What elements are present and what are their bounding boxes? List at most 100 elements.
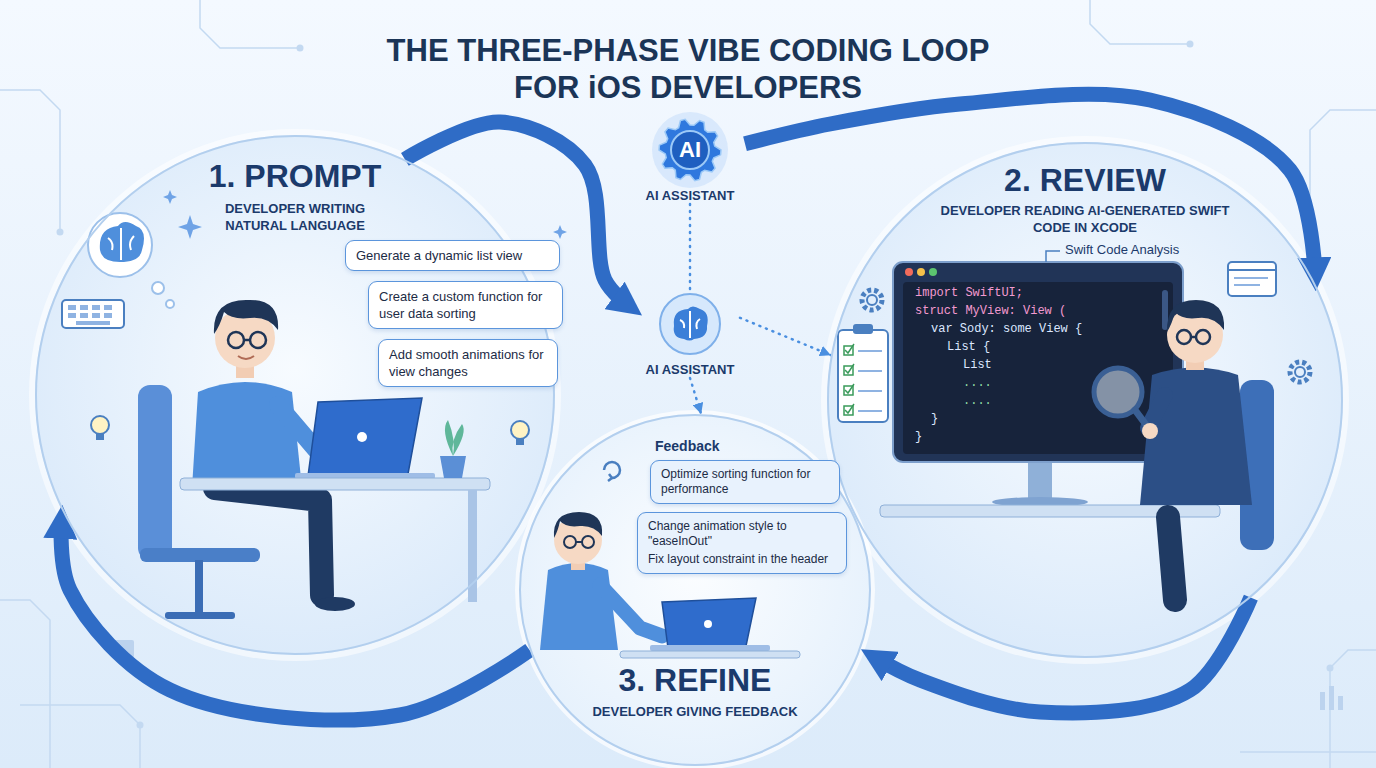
flow-arrow — [405, 122, 629, 306]
monitor — [893, 262, 1183, 507]
keyboard-icon — [92, 305, 100, 310]
circuit-traces — [1240, 751, 1376, 753]
bubble-text: Generate a dynamic list view — [356, 247, 549, 264]
monitor — [929, 268, 937, 276]
circuit-traces — [1330, 650, 1376, 768]
bubble-text: Change animation style to "easeInOut" — [648, 519, 836, 549]
code-line: } — [931, 412, 938, 427]
refine-developer — [620, 651, 800, 658]
keyboard-icon — [104, 305, 112, 310]
circle-outline — [828, 143, 1342, 657]
review-developer — [1140, 368, 1252, 506]
lightbulb-icon — [91, 416, 109, 434]
chat-window-icon — [1234, 278, 1268, 285]
prompt-developer — [315, 597, 355, 611]
code-line: import SwiftUI; — [915, 286, 1023, 301]
phase-circle-fill — [29, 129, 1349, 768]
keyboard-icon — [80, 313, 88, 318]
ai-brain: AI ASSISTANT — [640, 292, 740, 378]
speech-bubble: Change animation style to "easeInOut"Fix… — [637, 512, 847, 574]
brain-symbol — [680, 311, 700, 338]
clipboard-icon — [858, 351, 882, 411]
prompt-developer — [244, 339, 250, 342]
circuit-traces — [1090, 0, 1190, 44]
phase-circle-fill — [35, 135, 555, 655]
prompt-developer — [140, 548, 260, 562]
gear-icon — [1295, 367, 1305, 377]
prompt-developer — [138, 385, 172, 560]
thought-cloud — [88, 213, 174, 308]
brain-symbol — [658, 292, 722, 356]
gear-text: AI — [658, 118, 722, 182]
review-developer — [1142, 423, 1158, 439]
phase-subtitle: DEVELOPER READING AI-GENERATED SWIFT COD… — [940, 202, 1230, 236]
keyboard-icon — [68, 313, 76, 318]
gear-icon — [1290, 362, 1310, 382]
flow-arrow — [61, 521, 530, 720]
clipboard-icon — [838, 330, 888, 422]
review-developer — [1177, 330, 1210, 344]
lightbulb-icon — [96, 434, 104, 440]
phase-circle-fill — [827, 142, 1343, 658]
prompt-developer — [308, 398, 422, 476]
phase-circle: 3. REFINEDEVELOPER GIVING FEEDBACKOptimi… — [519, 414, 871, 766]
prompt-developer — [228, 332, 266, 348]
keyboard-icon — [62, 300, 124, 328]
code-line: var Sody: some View { — [931, 322, 1082, 337]
clipboard-icon — [838, 324, 888, 422]
keyboard-icon — [76, 321, 110, 325]
review-developer — [880, 300, 1274, 600]
prompt-developer — [228, 332, 244, 348]
circuit-pads — [297, 45, 304, 52]
thought-cloud — [100, 222, 144, 262]
gear-icon — [862, 290, 882, 310]
bubble-text: Optimize sorting function for performanc… — [661, 467, 829, 497]
dotted-link — [740, 318, 831, 355]
speech-bubble: Generate a dynamic list view — [345, 240, 560, 271]
code-line: struct MyView: View ( — [915, 304, 1066, 319]
thought-cloud — [108, 228, 134, 260]
phase-circle-fill — [519, 414, 871, 766]
monitor — [905, 268, 913, 276]
clipboard-icon — [853, 324, 873, 334]
code-line: } — [915, 430, 922, 445]
review-developer — [1167, 300, 1224, 332]
circle-outline — [827, 142, 1343, 658]
prompt-developer — [250, 332, 266, 348]
circuit-pads — [57, 229, 64, 236]
clipboard-icon — [845, 344, 854, 353]
phase-circle: 2. REVIEWDEVELOPER READING AI-GENERATED … — [827, 142, 1343, 658]
prompt-developer — [440, 456, 466, 478]
phase-heading: 3. REFINE — [575, 662, 815, 699]
thought-cloud — [152, 282, 164, 294]
keyboard-icon — [104, 313, 112, 318]
clipboard-icon — [845, 404, 854, 413]
assistant-caption: AI ASSISTANT — [635, 188, 745, 204]
refine-developer — [600, 585, 662, 636]
diagram-title: THE THREE-PHASE VIBE CODING LOOP FOR iOS… — [368, 32, 1008, 106]
gear-symbol — [652, 112, 728, 188]
circle-outline — [36, 136, 554, 654]
connector-group — [61, 94, 1315, 720]
refine-developer — [554, 512, 602, 538]
clipboard-icon — [858, 410, 882, 412]
speech-bubble: Create a custom function for user data s… — [368, 281, 563, 329]
prompt-developer — [214, 300, 278, 334]
speech-bubble: Optimize sorting function for performanc… — [650, 460, 840, 504]
prompt-developer — [357, 432, 367, 442]
refine-developer — [662, 598, 756, 648]
phase-subtitle: DEVELOPER WRITING NATURAL LANGUAGE — [200, 200, 390, 234]
review-developer — [1177, 330, 1191, 344]
code-line: .... — [963, 376, 992, 391]
gear-icon — [867, 295, 877, 305]
refine-developer — [650, 645, 770, 651]
circuit-traces — [0, 600, 50, 768]
prompt-developer — [445, 420, 464, 456]
prompt-developer — [192, 382, 302, 488]
monitor — [903, 282, 1173, 454]
review-developer — [1191, 336, 1196, 339]
circuit-pads — [1187, 41, 1194, 48]
clipboard-icon — [845, 364, 854, 373]
